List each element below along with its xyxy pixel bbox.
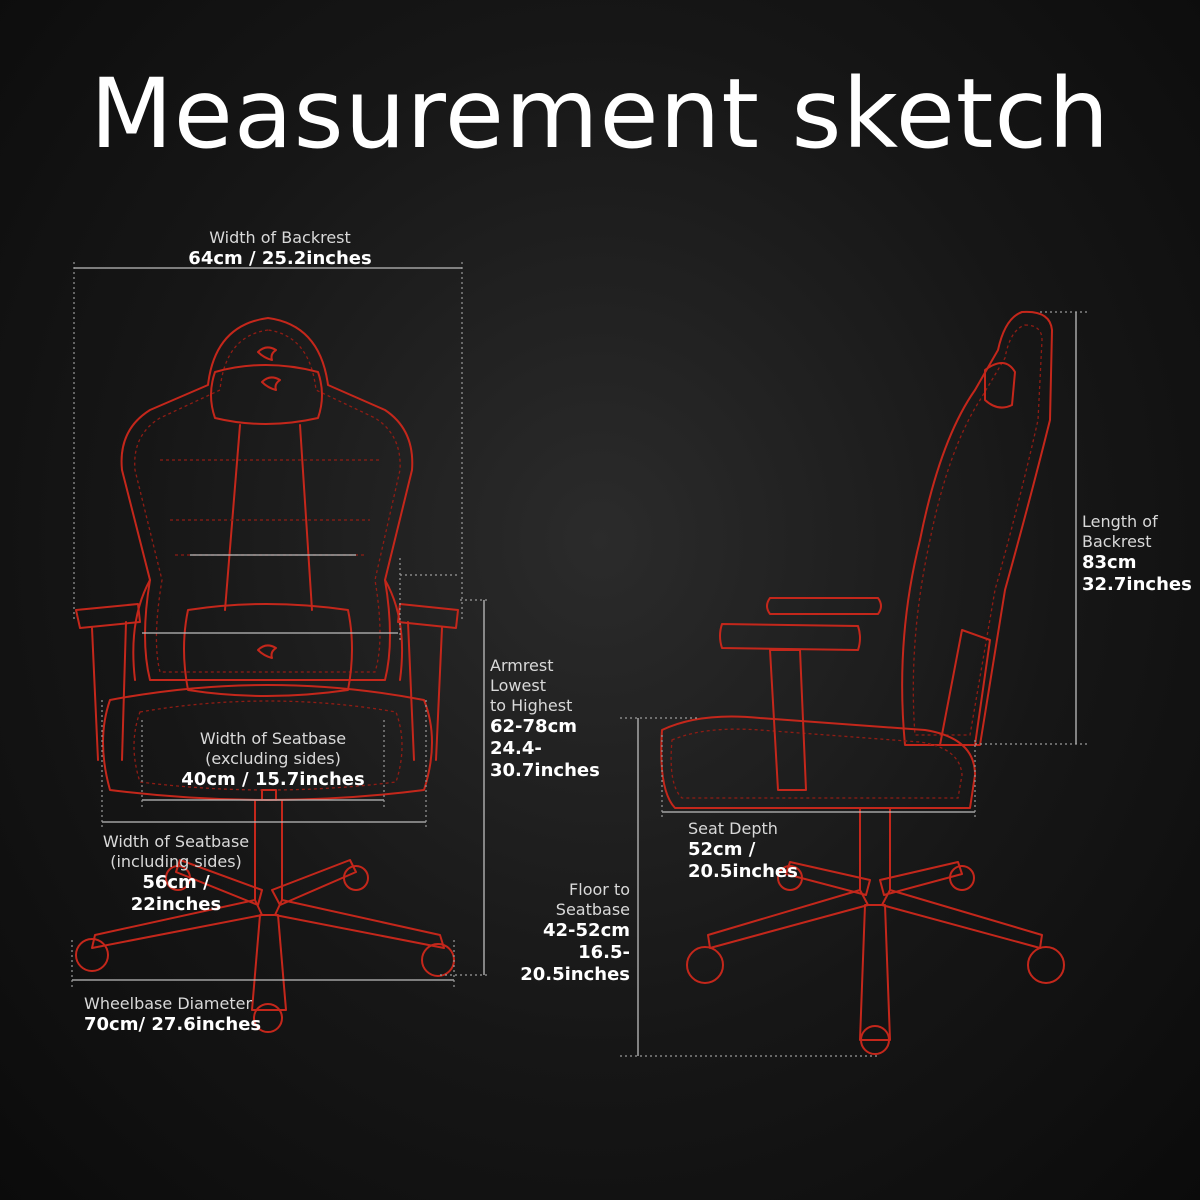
backrest-length-label: Length of Backrest 83cm 32.7inches [1082,512,1192,596]
armrest-value-inches: 24.4-30.7inches [490,738,600,781]
backrest-length-value-cm: 83cm [1082,552,1137,573]
seat-depth-value: 52cm / 20.5inches [688,839,798,882]
wheelbase-value: 70cm/ 27.6inches [84,1014,262,1035]
seatbase-including-note: (including sides) [110,852,242,871]
armrest-line2: Lowest [490,676,546,695]
armrest-value-cm: 62-78cm [490,716,577,737]
wheelbase-name: Wheelbase Diameter [84,994,253,1013]
seatbase-excluding-value: 40cm / 15.7inches [181,769,365,790]
backrest-length-line2: Backrest [1082,532,1152,551]
backrest-width-value: 64cm / 25.2inches [188,248,372,269]
wheelbase-label: Wheelbase Diameter 70cm/ 27.6inches [84,994,264,1036]
seatbase-excluding-label: Width of Seatbase (excluding sides) 40cm… [178,729,368,791]
seatbase-including-value: 56cm / 22inches [130,872,222,915]
front-dimension-lines [71,262,490,990]
backrest-width-name: Width of Backrest [209,228,351,247]
backrest-length-value-inches: 32.7inches [1082,574,1192,595]
seatbase-excluding-name: Width of Seatbase [199,729,347,748]
floor-to-seat-line1: Floor to [569,880,630,899]
floor-to-seat-value-inches: 16.5-20.5inches [520,942,630,985]
side-dimension-lines [620,311,1088,1057]
seat-depth-name: Seat Depth [688,819,778,838]
seatbase-including-name: Width of Seatbase [102,832,250,851]
backrest-length-line1: Length of [1082,512,1158,531]
seat-depth-label: Seat Depth 52cm / 20.5inches [688,819,868,883]
seatbase-including-label: Width of Seatbase (including sides) 56cm… [96,832,256,916]
front-chair-outline [75,317,459,1033]
floor-to-seat-line2: Seatbase [555,900,630,919]
side-chair-outline [660,310,1065,1055]
page-title: Measurement sketch [89,58,1111,170]
floor-to-seat-label: Floor to Seatbase 42-52cm 16.5-20.5inche… [486,880,630,986]
armrest-line3: to Highest [490,696,573,715]
seatbase-excluding-note: (excluding sides) [205,749,341,768]
backrest-width-label: Width of Backrest 64cm / 25.2inches [180,228,380,270]
floor-to-seat-value-cm: 42-52cm [543,920,630,941]
armrest-line1: Armrest [490,656,554,675]
armrest-label: Armrest Lowest to Highest 62-78cm 24.4-3… [490,656,640,782]
